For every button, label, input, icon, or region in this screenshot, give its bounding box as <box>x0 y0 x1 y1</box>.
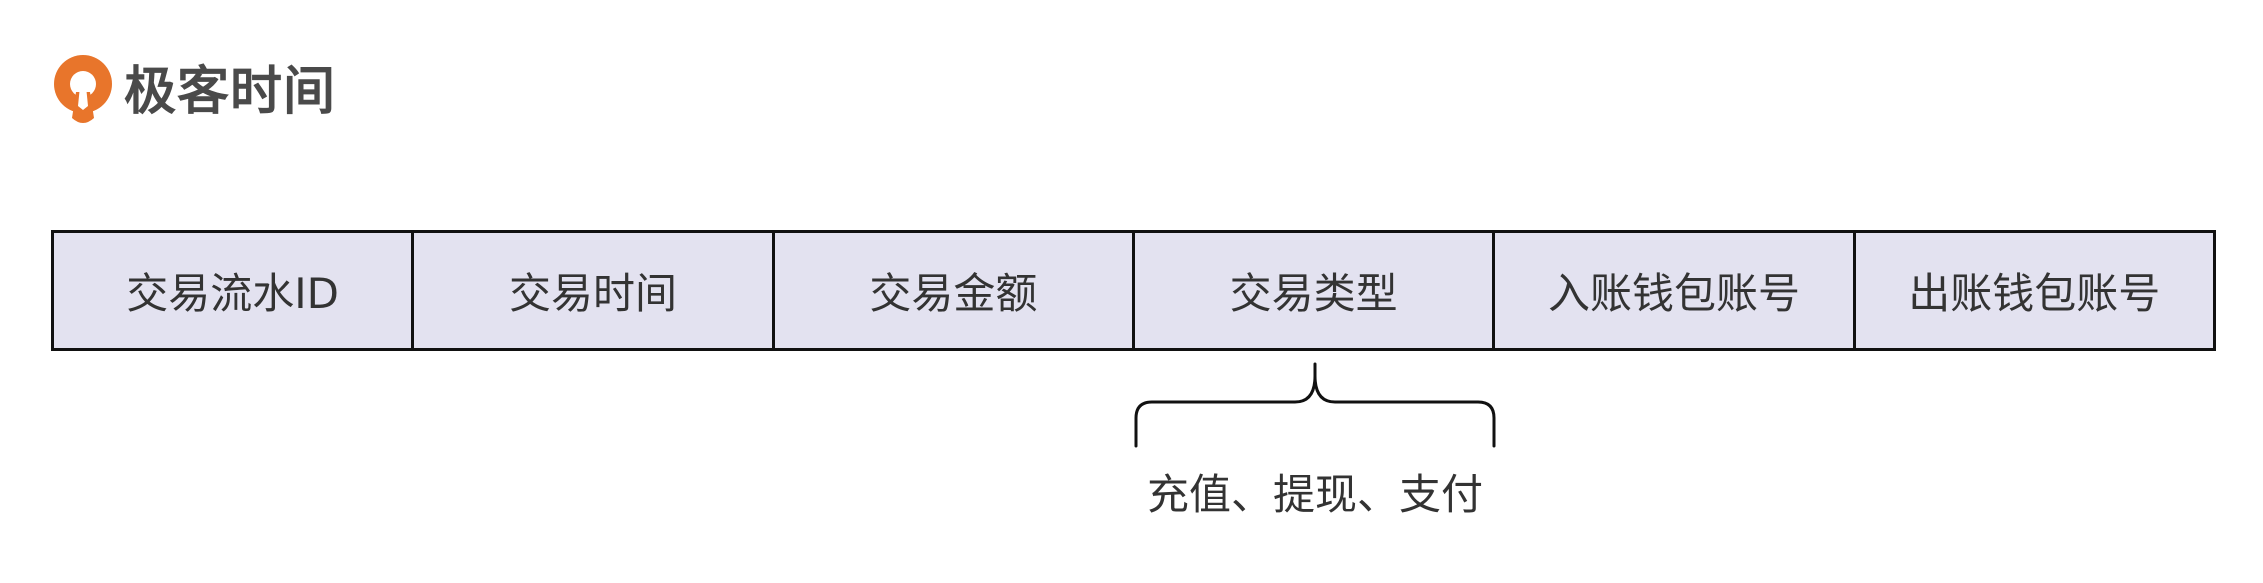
brand-logo-text: 极客时间 <box>124 62 337 122</box>
field-transaction-id: 交易流水ID <box>54 233 415 348</box>
geektime-logo-icon <box>54 55 112 123</box>
field-transaction-amount: 交易金额 <box>775 233 1135 348</box>
transaction-type-values: 充值、提现、支付 <box>1146 470 1483 519</box>
field-transaction-type: 交易类型 <box>1135 233 1496 348</box>
field-debit-wallet-account: 出账钱包账号 <box>1908 269 2161 318</box>
curly-brace-icon <box>1134 362 1496 448</box>
field-transaction-time: 交易时间 <box>414 233 775 348</box>
field-credit-wallet-account: 入账钱包账号 <box>1495 233 1856 348</box>
transaction-record-fields: 交易流水ID 交易时间 交易金额 交易类型 入账钱包账号 出账钱包账号 <box>51 230 2216 351</box>
brand-logo: 极客时间 <box>50 52 336 132</box>
